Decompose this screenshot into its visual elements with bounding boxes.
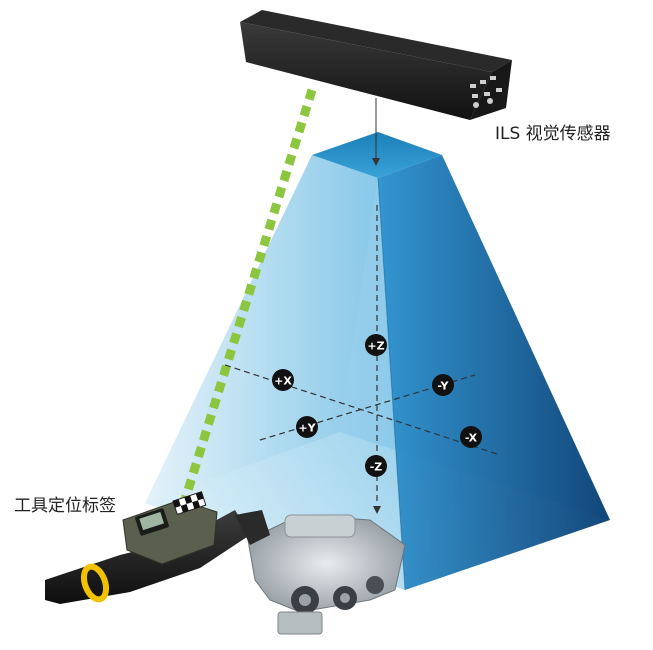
axis-label-pz: +Z [367,340,384,353]
tool-yellow-ring [80,563,110,603]
tool-tracker-screen [139,511,165,531]
axis-label-nx: -X [465,432,478,445]
axis-label-px: +X [274,375,292,388]
axis-badge-pz: +Z [365,334,387,356]
axis-badge-nx: -X [460,426,482,448]
sensor-pointer-arrow [372,158,380,166]
handheld-tool-icon [45,491,270,604]
engine-pulley-hub-2 [340,593,350,603]
sensor-end-cap [470,60,512,120]
z-axis-arrow-head [373,506,381,514]
sensor-label: ILS 视觉传感器 [495,124,611,144]
axis-arrows [373,506,381,514]
tracking-beam [180,88,317,502]
engine-pulley-3 [366,576,384,594]
engine-pulley-hub-1 [299,594,311,606]
axis-label-nz: -Z [370,461,383,474]
frustum-top-face [312,132,442,178]
axis-badges: +Z +X -Y +Y -X -Z [272,334,482,477]
axis-badge-py: +Y [296,416,318,438]
axis-badge-nz: -Z [365,455,387,477]
axis-badge-ny: -Y [432,374,454,396]
tool-target-pattern [172,491,207,516]
y-axis-line [259,374,476,441]
frustum-right-face [378,155,610,590]
axis-label-ny: -Y [438,380,450,393]
sensor-pointer [372,98,380,166]
engine-oil-pan [277,611,323,635]
sensor-ports [470,76,502,108]
frustum-edge [377,177,406,591]
axis-label-py: +Y [298,422,316,435]
tool-head [235,510,270,545]
tool-tag-label: 工具定位标签 [14,496,116,516]
engine-intake [284,514,356,538]
engine-block-icon [247,514,406,635]
axis-badge-px: +X [272,369,294,391]
sensor-front [240,22,492,120]
vision-sensor-icon [240,10,512,120]
x-axis-line [224,364,501,456]
sensor-top [240,10,512,72]
